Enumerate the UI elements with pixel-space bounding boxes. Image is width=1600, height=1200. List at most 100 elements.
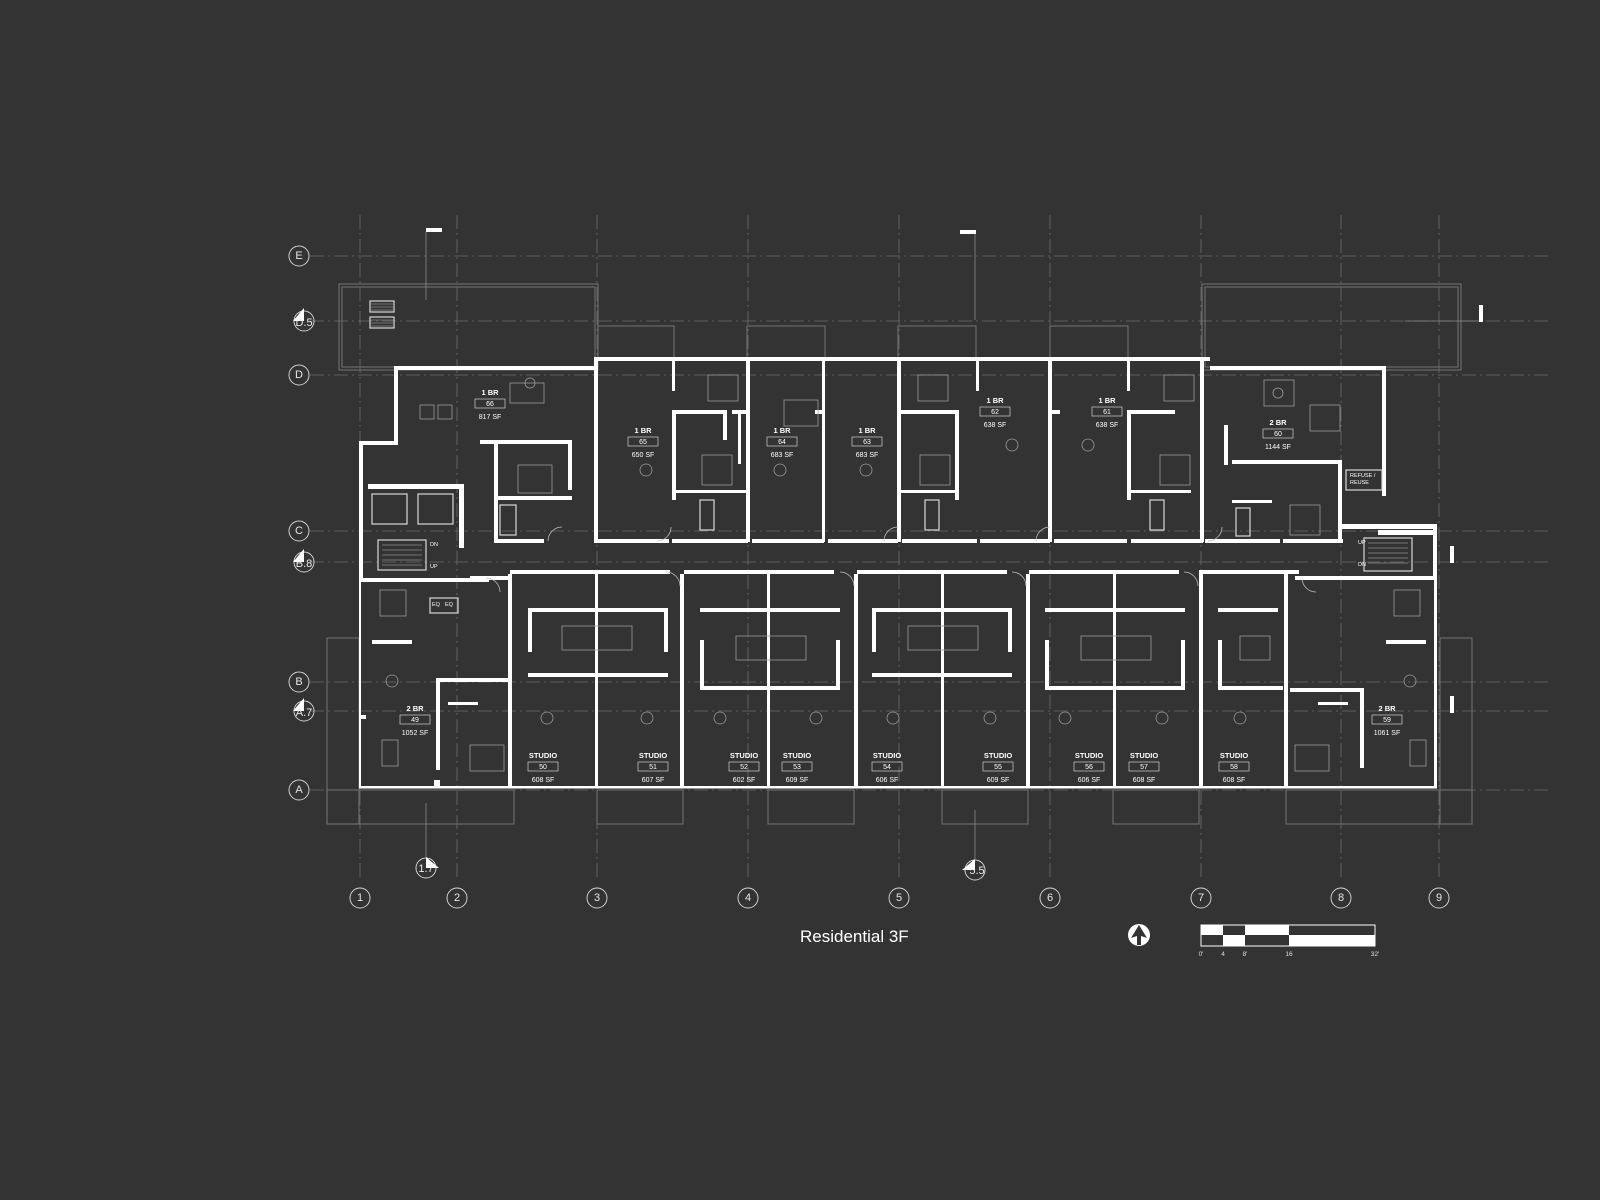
room-type: 1 BR <box>773 426 791 435</box>
scale-bar: 0' 4 8' 16 32' <box>1199 924 1379 958</box>
scale-tick-label: 4 <box>1221 951 1225 958</box>
section-label: D.5 <box>295 317 312 329</box>
room-type: 1 BR <box>1098 396 1116 405</box>
room-tag: STUDIO 55 609 SF <box>982 751 1014 784</box>
room-number: 59 <box>1383 717 1391 724</box>
room-type: 2 BR <box>1269 418 1287 427</box>
room-number: 61 <box>1103 409 1111 416</box>
room-tag: STUDIO 50 608 SF <box>527 751 559 784</box>
grid-column-label: 6 <box>1047 892 1053 904</box>
section-label: B.8 <box>296 558 313 570</box>
room-type: 1 BR <box>858 426 876 435</box>
cores: DN UP UP DN EQ EQ REFUSE / REUSE <box>368 469 1433 614</box>
furniture <box>379 374 1427 772</box>
section-marker: B.8 <box>293 549 315 573</box>
room-number: 53 <box>793 764 801 771</box>
room-type: STUDIO <box>1220 751 1249 760</box>
section-label: 5.5 <box>969 865 984 877</box>
room-area: 1052 SF <box>402 730 428 737</box>
room-area: 650 SF <box>632 452 655 459</box>
room-area: 606 SF <box>876 777 899 784</box>
room-area: 602 SF <box>733 777 756 784</box>
scale-tick-label: 0' <box>1199 951 1204 958</box>
room-tag: 1 BR 66 817 SF <box>474 388 506 421</box>
room-number: 57 <box>1140 764 1148 771</box>
room-tag: 2 BR 59 1061 SF <box>1371 704 1403 737</box>
room-tag: 1 BR 64 683 SF <box>766 426 798 459</box>
grid-row-label: C <box>295 525 303 537</box>
room-number: 63 <box>863 439 871 446</box>
grid-column-label: 7 <box>1198 892 1204 904</box>
room-tag: STUDIO 51 607 SF <box>637 751 669 784</box>
column-grid-bubbles: 1 2 3 4 5 6 7 8 9 <box>349 887 1450 909</box>
room-type: STUDIO <box>984 751 1013 760</box>
room-type: 2 BR <box>406 704 424 713</box>
room-type: 1 BR <box>481 388 499 397</box>
grid-column-label: 5 <box>896 892 902 904</box>
refuse-label-1: REFUSE / <box>1350 473 1376 479</box>
equipment-label-1: EQ <box>432 602 441 608</box>
interior-walls-south <box>372 570 1426 788</box>
room-type: 1 BR <box>634 426 652 435</box>
room-type: STUDIO <box>529 751 558 760</box>
room-tag: STUDIO 53 609 SF <box>781 751 813 784</box>
stair-west-up-label: UP <box>430 564 438 570</box>
drawing-title: Residential 3F <box>800 927 909 946</box>
room-number: 56 <box>1085 764 1093 771</box>
room-number: 54 <box>883 764 891 771</box>
room-tag: STUDIO 56 606 SF <box>1073 751 1105 784</box>
room-tag: 1 BR 62 638 SF <box>979 396 1011 429</box>
north-arrow-icon <box>1128 924 1150 946</box>
room-number: 65 <box>639 439 647 446</box>
room-tag: 1 BR 65 650 SF <box>627 426 659 459</box>
room-number: 52 <box>740 764 748 771</box>
room-area: 638 SF <box>984 422 1007 429</box>
grid-row-label: A <box>295 784 303 796</box>
equipment-label-2: EQ <box>445 602 454 608</box>
section-marker: 1.7 <box>415 857 439 879</box>
room-tag: 1 BR 61 638 SF <box>1091 396 1123 429</box>
grid-row-label: B <box>295 676 302 688</box>
grid-row-label: D <box>295 369 303 381</box>
room-area: 638 SF <box>1096 422 1119 429</box>
room-number: 50 <box>539 764 547 771</box>
room-number: 62 <box>991 409 999 416</box>
room-type: STUDIO <box>1130 751 1159 760</box>
room-number: 60 <box>1274 431 1282 438</box>
room-area: 609 SF <box>987 777 1010 784</box>
grid-column-label: 1 <box>357 892 363 904</box>
scale-tick-label: 32' <box>1371 951 1379 958</box>
room-number: 64 <box>778 439 786 446</box>
room-tag: STUDIO 54 606 SF <box>871 751 903 784</box>
room-type: STUDIO <box>783 751 812 760</box>
room-type: 1 BR <box>986 396 1004 405</box>
room-type: 2 BR <box>1378 704 1396 713</box>
grid-column-label: 3 <box>594 892 600 904</box>
room-area: 1144 SF <box>1265 444 1291 451</box>
section-label: 1.7 <box>418 863 433 875</box>
section-marker: A.7 <box>293 698 315 722</box>
scale-tick-label: 16 <box>1285 951 1293 958</box>
room-type: STUDIO <box>1075 751 1104 760</box>
grid-column-label: 4 <box>745 892 751 904</box>
grid-column-label: 8 <box>1338 892 1344 904</box>
room-number: 49 <box>411 717 419 724</box>
room-type: STUDIO <box>873 751 902 760</box>
room-area: 817 SF <box>479 414 502 421</box>
room-area: 1061 SF <box>1374 730 1400 737</box>
room-type: STUDIO <box>730 751 759 760</box>
refuse-label-2: REUSE <box>1350 480 1369 486</box>
grid-column-label: 9 <box>1436 892 1442 904</box>
stair-east-down-label: DN <box>1358 562 1366 568</box>
room-number: 58 <box>1230 764 1238 771</box>
room-type: STUDIO <box>639 751 668 760</box>
room-tag: 1 BR 63 683 SF <box>851 426 883 459</box>
room-area: 607 SF <box>642 777 665 784</box>
room-number: 51 <box>649 764 657 771</box>
scale-tick-label: 8' <box>1243 951 1248 958</box>
room-tags: 1 BR 66 817 SF 1 BR 65 650 SF 1 BR 64 68… <box>399 388 1403 784</box>
room-tag: 2 BR 49 1052 SF <box>399 704 431 737</box>
grid-column-label: 2 <box>454 892 460 904</box>
room-number: 66 <box>486 401 494 408</box>
